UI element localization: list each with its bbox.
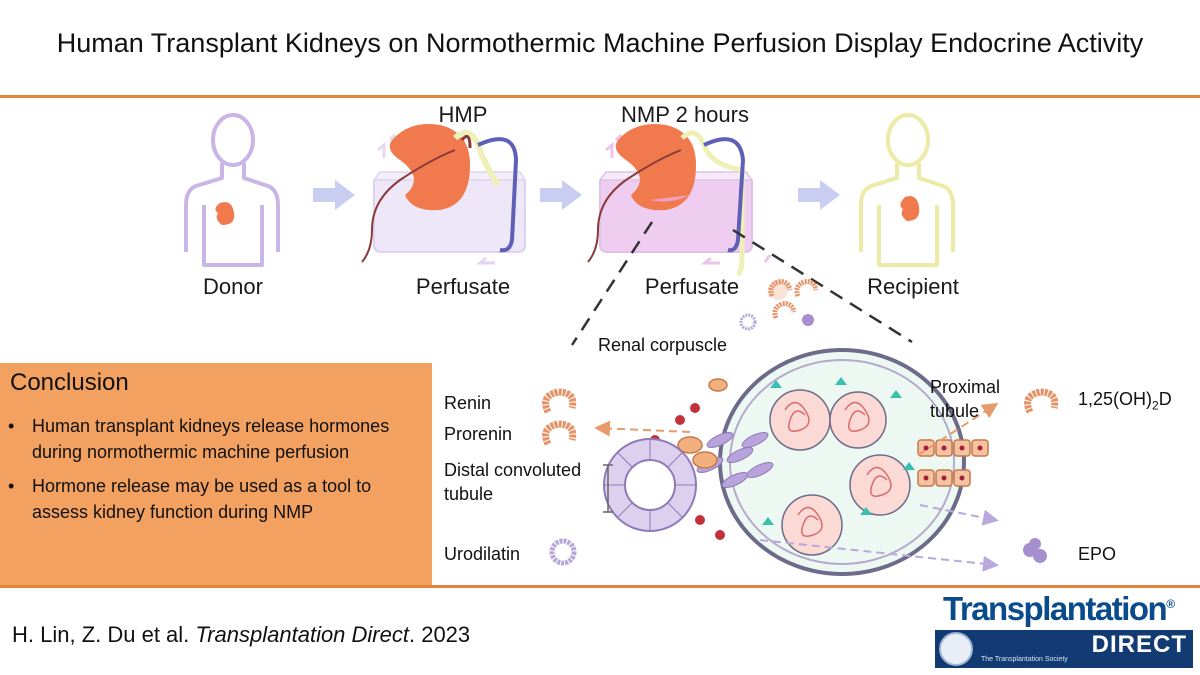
renal-corpuscle-label: Renal corpuscle xyxy=(598,335,728,355)
vitd-molecule-icon xyxy=(1024,388,1059,414)
vitamin-d-suffix: D xyxy=(1158,389,1172,409)
hmp-label: HMP xyxy=(438,102,488,127)
distal-tubule-label-line2: tubule xyxy=(444,484,494,504)
nmp-perfusate-label: Perfusate xyxy=(644,274,740,299)
vitd-arrow xyxy=(917,402,999,456)
conclusion-panel: Conclusion Human transplant kidneys rele… xyxy=(0,363,432,585)
citation-authors: H. Lin, Z. Du et al. xyxy=(12,622,196,647)
recipient-label: Recipient xyxy=(867,274,959,299)
urodilatin-molecule-icon xyxy=(549,538,577,566)
conclusion-list: Human transplant kidneys release hormone… xyxy=(0,413,425,533)
journal-logo[interactable]: Transplantation® The Transplantation Soc… xyxy=(935,590,1193,672)
donor-label: Donor xyxy=(203,274,263,299)
hmp-machine-icon xyxy=(361,124,527,265)
proximal-tubule-label: Proximal tubule xyxy=(930,375,1000,423)
logo-bar xyxy=(935,630,1193,668)
epo-label: EPO xyxy=(1078,544,1117,564)
prorenin-label: Prorenin xyxy=(444,424,513,444)
hmp-perfusate-label: Perfusate xyxy=(415,274,511,299)
prorenin-molecule-icon xyxy=(542,420,577,446)
bottom-divider xyxy=(0,585,1200,588)
renin-molecule-icon xyxy=(542,388,577,414)
vitamin-d-subscript: 2 xyxy=(1152,398,1159,413)
perfusion-illustration xyxy=(184,113,1059,576)
nmp-label: NMP 2 hours xyxy=(621,102,749,127)
conclusion-bullet: Hormone release may be used as a tool to… xyxy=(0,473,425,525)
urodilatin-label: Urodilatin xyxy=(444,544,521,564)
proximal-tubule-label-line1: Proximal xyxy=(930,377,1001,397)
renin-label: Renin xyxy=(444,393,492,413)
distal-tubule-label-line1: Distal convoluted xyxy=(444,460,582,480)
renin-arrow xyxy=(594,420,691,437)
arrow-3-icon xyxy=(798,180,840,210)
citation-year: . 2023 xyxy=(408,622,471,647)
epo-arrow-2 xyxy=(759,539,999,572)
flow-arrows xyxy=(313,180,840,210)
page-title: Human Transplant Kidneys on Normothermic… xyxy=(56,28,1144,58)
distal-tubule-label: Distal convoluted tubule xyxy=(444,458,581,506)
hormone-cluster-icon xyxy=(739,279,819,331)
conclusion-heading: Conclusion xyxy=(10,369,129,396)
logo-registered: ® xyxy=(1166,597,1175,611)
arrow-2-icon xyxy=(540,180,582,210)
logo-top-text: Transplantation xyxy=(943,590,1168,627)
top-divider xyxy=(0,95,1200,98)
arrow-1-icon xyxy=(313,180,355,210)
nmp-machine-icon xyxy=(570,124,913,346)
society-seal-icon xyxy=(939,632,973,666)
logo-direct-text: DIRECT xyxy=(1091,631,1187,658)
citation-journal: Transplantation Direct xyxy=(195,622,409,647)
renal-corpuscle-illustration xyxy=(650,348,989,576)
conclusion-bullet: Human transplant kidneys release hormone… xyxy=(0,413,425,465)
distal-tubule-illustration xyxy=(603,438,697,532)
recipient-body-icon xyxy=(859,113,955,267)
logo-society-text: The Transplantation Society xyxy=(981,656,1068,663)
donor-body-icon xyxy=(184,113,280,267)
vitamin-d-prefix: 1,25(OH) xyxy=(1078,389,1153,409)
citation: H. Lin, Z. Du et al. Transplantation Dir… xyxy=(12,622,470,648)
logo-wordmark: Transplantation® xyxy=(943,590,1175,628)
epo-molecule-icon xyxy=(1023,538,1047,563)
vitamin-d-label: 1,25(OH)2D xyxy=(1078,387,1172,418)
proximal-tubule-label-line2: tubule xyxy=(930,401,980,421)
